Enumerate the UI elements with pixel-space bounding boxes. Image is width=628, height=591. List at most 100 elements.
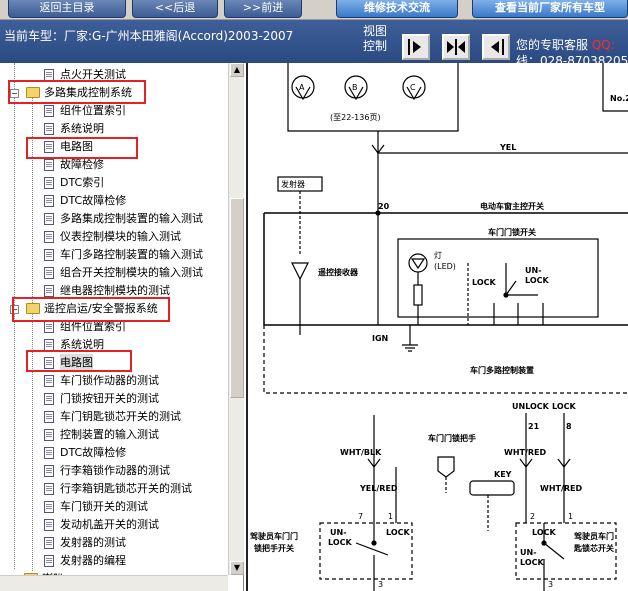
document-icon — [44, 141, 54, 153]
unlock-left-2: LOCK — [328, 538, 352, 547]
pin-2-label: 2 — [530, 512, 535, 521]
tree-doc-item[interactable]: 组合开关控制模块的输入测试 — [0, 264, 228, 282]
view-control-label: 视图 控制 — [363, 24, 387, 54]
tree-doc-item[interactable]: 车门多路控制装置的输入测试 — [0, 246, 228, 264]
tree-doc-item[interactable]: 系统说明 — [0, 336, 228, 354]
tree-doc-item[interactable]: 行李箱钥匙锁芯开关的测试 — [0, 480, 228, 498]
qq-link[interactable]: QQ: — [591, 38, 615, 52]
wiring-diagram-svg: A B C (至22-136页) No.2 YEL 发射器 20 电动车窗主控开… — [249, 63, 628, 591]
document-icon — [44, 123, 54, 135]
tree-doc-item[interactable]: 组件位置索引 — [0, 102, 228, 120]
document-icon — [44, 411, 54, 423]
home-button[interactable]: 返回主目录 — [8, 0, 126, 18]
arrow-left-icon — [491, 39, 504, 55]
forward-button[interactable]: >>前进 — [224, 0, 302, 18]
highlight-box-circuit-2 — [26, 350, 132, 372]
scroll-thumb[interactable] — [230, 198, 244, 398]
tech-exchange-button[interactable]: 维修技术交流 — [336, 0, 458, 18]
document-icon — [44, 483, 54, 495]
scroll-up-arrow-icon[interactable]: ▲ — [230, 63, 244, 77]
document-icon — [44, 501, 54, 513]
wht-blk-label: WHT/BLK — [340, 448, 382, 457]
tree-doc-item[interactable]: 车门锁开关的测试 — [0, 498, 228, 516]
tree-item-label: 多路集成控制系统 — [44, 86, 132, 99]
driver-key-label-1: 驾驶员车门 — [573, 531, 614, 541]
document-icon — [44, 357, 54, 369]
tree-doc-item[interactable]: 行李箱锁作动器的测试 — [0, 462, 228, 480]
conn-c-label: C — [410, 83, 416, 92]
document-icon — [44, 519, 54, 531]
tree-doc-item[interactable]: 电路图 — [0, 138, 228, 156]
tree-doc-item[interactable]: 多路集成控制装置的输入测试 — [0, 210, 228, 228]
arrow-right-icon — [408, 39, 421, 55]
tree-doc-item[interactable]: DTC索引 — [0, 174, 228, 192]
tree-doc-item[interactable]: 控制装置的输入测试 — [0, 426, 228, 444]
view-split-button[interactable] — [442, 34, 470, 60]
tree-connector-line — [14, 63, 15, 569]
tree-item-label: 故障检修 — [60, 158, 104, 171]
tree-folder-item[interactable]: − 多路集成控制系统 — [0, 84, 228, 102]
tree-item-label: 组件位置索引 — [60, 320, 126, 333]
folder-icon — [26, 87, 40, 98]
folder-icon — [26, 303, 40, 314]
tree-doc-item[interactable]: 继电器控制模块的测试 — [0, 282, 228, 300]
tree-item-label: 点火开关测试 — [60, 68, 126, 81]
tree-doc-item[interactable]: DTC故障检修 — [0, 444, 228, 462]
collapse-minus-icon[interactable]: − — [10, 89, 19, 98]
unlock-label-b1: UN- — [520, 548, 537, 557]
view-right-button[interactable] — [402, 34, 430, 60]
tree-doc-item[interactable]: 系统说明 — [0, 120, 228, 138]
lock-word: LOCK — [552, 402, 576, 411]
tree-horizontal-scrollbar[interactable] — [0, 575, 228, 591]
lock-right-label: LOCK — [386, 528, 410, 537]
collapse-minus-icon[interactable]: − — [10, 305, 19, 314]
lamp-label-2: (LED) — [434, 262, 456, 271]
tree-doc-item[interactable]: 故障检修 — [0, 156, 228, 174]
tree-doc-item[interactable]: 发射器的测试 — [0, 534, 228, 552]
document-icon — [44, 393, 54, 405]
tree-doc-item[interactable]: 发射器的编程 — [0, 552, 228, 570]
tree-doc-item[interactable]: DTC故障检修 — [0, 192, 228, 210]
key-label: KEY — [494, 470, 512, 479]
conn-b-label: B — [352, 83, 358, 92]
tree-item-label: 车门锁作动器的测试 — [60, 374, 159, 387]
tree-doc-item[interactable]: 车门锁作动器的测试 — [0, 372, 228, 390]
tree-item-label: 门锁按钮开关的测试 — [60, 392, 159, 405]
tree-doc-item[interactable]: 电路图 — [0, 354, 228, 372]
tree-doc-item[interactable]: 发动机盖开关的测试 — [0, 516, 228, 534]
no2-label: No.2 — [610, 94, 628, 103]
ign-label: IGN — [372, 334, 388, 343]
back-button[interactable]: <<后退 — [132, 0, 218, 18]
scroll-down-arrow-icon[interactable]: ▼ — [230, 561, 244, 575]
document-icon — [44, 429, 54, 441]
tree-item-label: 发动机盖开关的测试 — [60, 518, 159, 531]
tree-doc-item[interactable]: 仪表控制模块的输入测试 — [0, 228, 228, 246]
tree-item-label: 发射器的测试 — [60, 536, 126, 549]
tree-item-label: 车门多路控制装置的输入测试 — [60, 248, 203, 261]
pin-3-label: 3 — [378, 580, 383, 589]
document-icon — [44, 537, 54, 549]
ref-note: (至22-136页) — [330, 113, 381, 122]
tree-folder-item[interactable]: −遥控启运/安全警报系统 — [0, 300, 228, 318]
pin-8-label: 8 — [566, 422, 572, 431]
document-icon — [44, 555, 54, 567]
tree-item-label: 电路图 — [60, 140, 93, 153]
tree-doc-item[interactable]: 门锁按钮开关的测试 — [0, 390, 228, 408]
lock-label-a: LOCK — [472, 278, 496, 287]
info-bar: 当前车型：厂家:G-广州本田雅阁(Accord)2003-2007 视图 控制 … — [0, 20, 628, 68]
tree-doc-item[interactable]: 车门钥匙锁芯开关的测试 — [0, 408, 228, 426]
tree-vertical-scrollbar[interactable]: ▲ ▼ — [228, 63, 244, 575]
highlight-box-multiplex — [8, 80, 146, 104]
view-left-button[interactable] — [482, 34, 510, 60]
view-all-models-button[interactable]: 查看当前厂家所有车型 — [472, 0, 628, 18]
document-icon — [44, 285, 54, 297]
pin-21-label: 21 — [528, 422, 540, 431]
driver-key-label-2: 匙锁芯开关 — [573, 543, 614, 553]
wht-red-label-1: WHT/RED — [504, 448, 547, 457]
document-icon — [44, 447, 54, 459]
tree-item-label: 行李箱锁作动器的测试 — [60, 464, 170, 477]
conn-a-label: A — [299, 83, 305, 92]
document-icon — [44, 105, 54, 117]
document-icon — [44, 267, 54, 279]
